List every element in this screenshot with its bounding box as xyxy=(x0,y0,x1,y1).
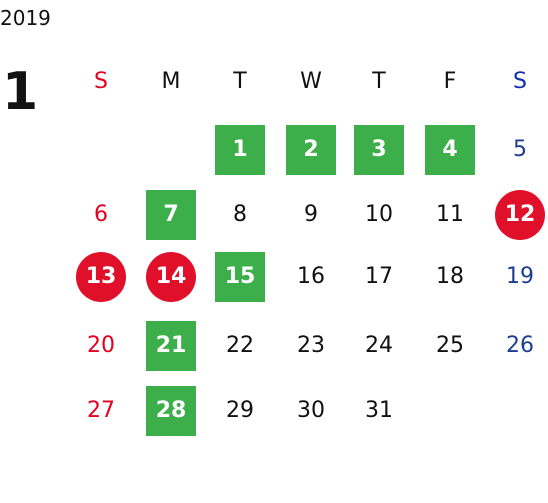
day-cell-15[interactable]: 15 xyxy=(215,252,265,302)
day-cell-21[interactable]: 21 xyxy=(146,321,196,371)
day-cell-23[interactable]: 23 xyxy=(297,333,325,358)
day-cell-13[interactable]: 13 xyxy=(76,252,126,302)
weekday-label: W xyxy=(300,69,322,94)
month-label: 1 xyxy=(2,62,39,122)
day-cell-3[interactable]: 3 xyxy=(354,125,404,175)
day-cell-25[interactable]: 25 xyxy=(436,333,464,358)
weekday-label: T xyxy=(372,69,386,94)
day-cell-28[interactable]: 28 xyxy=(146,386,196,436)
day-cell-24[interactable]: 24 xyxy=(365,333,393,358)
day-cell-6[interactable]: 6 xyxy=(94,202,108,227)
weekday-label: F xyxy=(443,69,457,94)
day-cell-17[interactable]: 17 xyxy=(365,264,393,289)
day-cell-16[interactable]: 16 xyxy=(297,264,325,289)
day-cell-11[interactable]: 11 xyxy=(436,202,464,227)
year-label: 2019 xyxy=(0,6,51,30)
day-cell-20[interactable]: 20 xyxy=(87,333,115,358)
day-cell-29[interactable]: 29 xyxy=(226,398,254,423)
day-cell-5[interactable]: 5 xyxy=(513,137,527,162)
weekday-label: T xyxy=(233,69,247,94)
day-cell-26[interactable]: 26 xyxy=(506,333,534,358)
day-cell-27[interactable]: 27 xyxy=(87,398,115,423)
day-cell-10[interactable]: 10 xyxy=(365,202,393,227)
day-cell-14[interactable]: 14 xyxy=(146,252,196,302)
day-cell-12[interactable]: 12 xyxy=(495,190,545,240)
day-cell-2[interactable]: 2 xyxy=(286,125,336,175)
day-cell-7[interactable]: 7 xyxy=(146,190,196,240)
day-cell-8[interactable]: 8 xyxy=(233,202,247,227)
day-cell-18[interactable]: 18 xyxy=(436,264,464,289)
day-cell-1[interactable]: 1 xyxy=(215,125,265,175)
weekday-label: M xyxy=(161,69,181,94)
day-cell-9[interactable]: 9 xyxy=(304,202,318,227)
day-cell-31[interactable]: 31 xyxy=(365,398,393,423)
day-cell-22[interactable]: 22 xyxy=(226,333,254,358)
day-cell-30[interactable]: 30 xyxy=(297,398,325,423)
day-cell-4[interactable]: 4 xyxy=(425,125,475,175)
day-cell-19[interactable]: 19 xyxy=(506,264,534,289)
weekday-label: S xyxy=(513,69,527,94)
weekday-label: S xyxy=(94,69,108,94)
